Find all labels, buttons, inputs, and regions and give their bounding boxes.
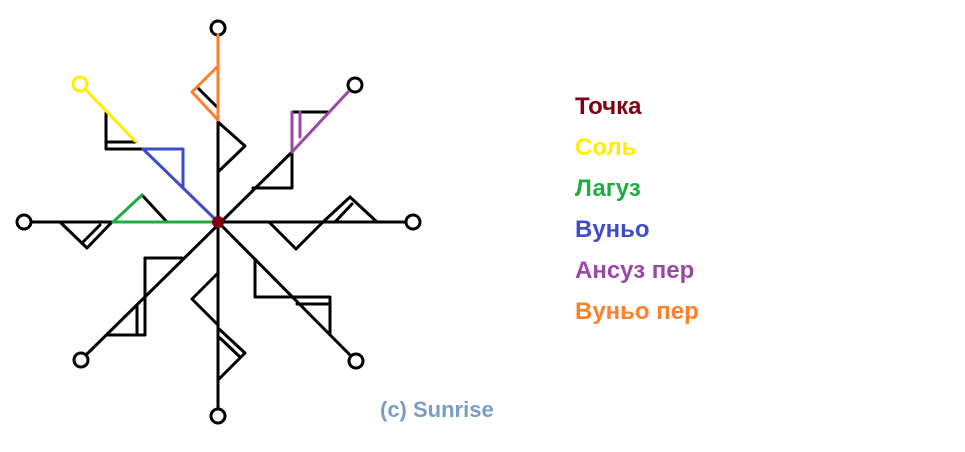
end-circle-top-right xyxy=(346,76,364,94)
center-point xyxy=(212,216,224,228)
legend-item-laguz: Лагуз xyxy=(575,175,641,202)
end-circle-bottom xyxy=(209,407,227,425)
copyright-text: (c) Sunrise xyxy=(380,397,494,422)
rune-yellow-sol xyxy=(71,75,137,143)
rune-orange-vunyo-per xyxy=(190,33,220,122)
end-circle-right xyxy=(404,213,422,231)
legend-item-ansuz-per: Ансуз пер xyxy=(575,257,695,284)
legend: Точка Соль Лагуз Вуньо Ансуз пер Вуньо п… xyxy=(575,86,699,332)
legend-item-vunyo-per: Вуньо пер xyxy=(575,298,699,325)
end-circle-top-left xyxy=(71,75,89,93)
rune-purple-ansuz-per xyxy=(290,90,350,154)
end-circle-top xyxy=(209,19,227,37)
rune-green-laguz xyxy=(111,193,220,224)
end-circles xyxy=(15,19,422,425)
legend-item-tochka: Точка xyxy=(575,93,642,120)
end-circle-left xyxy=(15,213,33,231)
legend-item-sol: Соль xyxy=(575,134,637,161)
end-circle-bottom-left xyxy=(72,351,90,369)
rune-blue-vunyo xyxy=(141,147,220,224)
legend-item-vunyo: Вуньо xyxy=(575,216,650,243)
black-strokes xyxy=(29,86,408,411)
end-circle-bottom-right xyxy=(347,352,365,370)
